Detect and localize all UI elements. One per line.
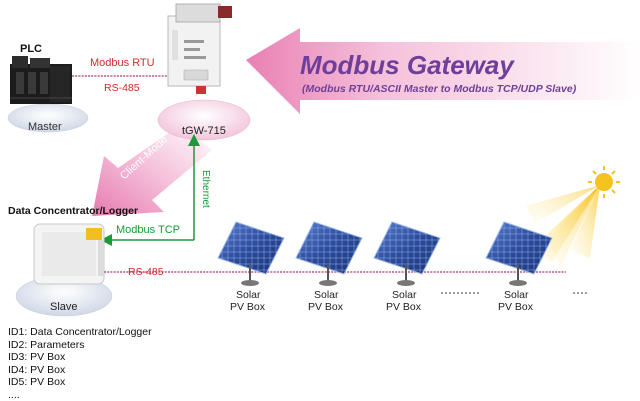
plc-protocol-label: Modbus RTU [90, 57, 155, 69]
id-list-item: ID1: Data Concentrator/Logger [8, 326, 152, 338]
gateway-base-disc [157, 99, 251, 141]
id-list-item: ID3: PV Box [8, 351, 66, 364]
pv-box-label-line1: Solar [236, 289, 261, 301]
gateway-name-label: tGW-715 [182, 125, 226, 137]
ethernet-label: Ethernet [200, 170, 211, 208]
banner-title: Modbus Gateway [300, 50, 515, 80]
plc-bus-label: RS-485 [104, 82, 140, 94]
pv-box-label-line1: Solar [392, 289, 417, 301]
pv-box: Solar PV Box [373, 221, 441, 313]
concentrator-title: Data Concentrator/Logger [8, 205, 138, 217]
concentrator-role-label: Slave [50, 301, 78, 313]
pv-box-label-line1: Solar [504, 289, 529, 301]
chain-ellipsis-dots [441, 292, 587, 294]
concentrator-protocol-label: Modbus TCP [116, 224, 180, 236]
id-list-item: ID5: PV Box [8, 376, 66, 389]
id-list-item: ID4: PV Box [8, 363, 66, 376]
pv-box-label-line2: PV Box [230, 301, 266, 313]
banner-subtitle: (Modbus RTU/ASCII Master to Modbus TCP/U… [302, 83, 577, 95]
sun-icon [588, 166, 620, 198]
pv-box-label-line2: PV Box [308, 301, 344, 313]
slave-id-list: ID1: Data Concentrator/Logger ID2: Param… [8, 326, 152, 401]
id-list-item: .... [8, 388, 20, 401]
slave-bus-label: RS-485 [128, 266, 164, 278]
plc-title: PLC [20, 43, 42, 55]
pv-box: Solar PV Box [217, 221, 285, 313]
pv-box-label-line1: Solar [314, 289, 339, 301]
concentrator-device-icon [33, 223, 105, 285]
pv-box: Solar PV Box [295, 221, 363, 313]
id-list-item: ID2: Parameters [8, 338, 85, 351]
plc-role-label: Master [28, 121, 62, 133]
pv-box-label-line2: PV Box [386, 301, 422, 313]
gateway-banner-arrow [246, 28, 640, 114]
pv-box: Solar PV Box [485, 221, 553, 313]
plc-device-icon [10, 56, 72, 104]
pv-box-label-line2: PV Box [498, 301, 534, 313]
gateway-device-icon [167, 3, 232, 94]
client-mode-arrow [92, 125, 212, 216]
